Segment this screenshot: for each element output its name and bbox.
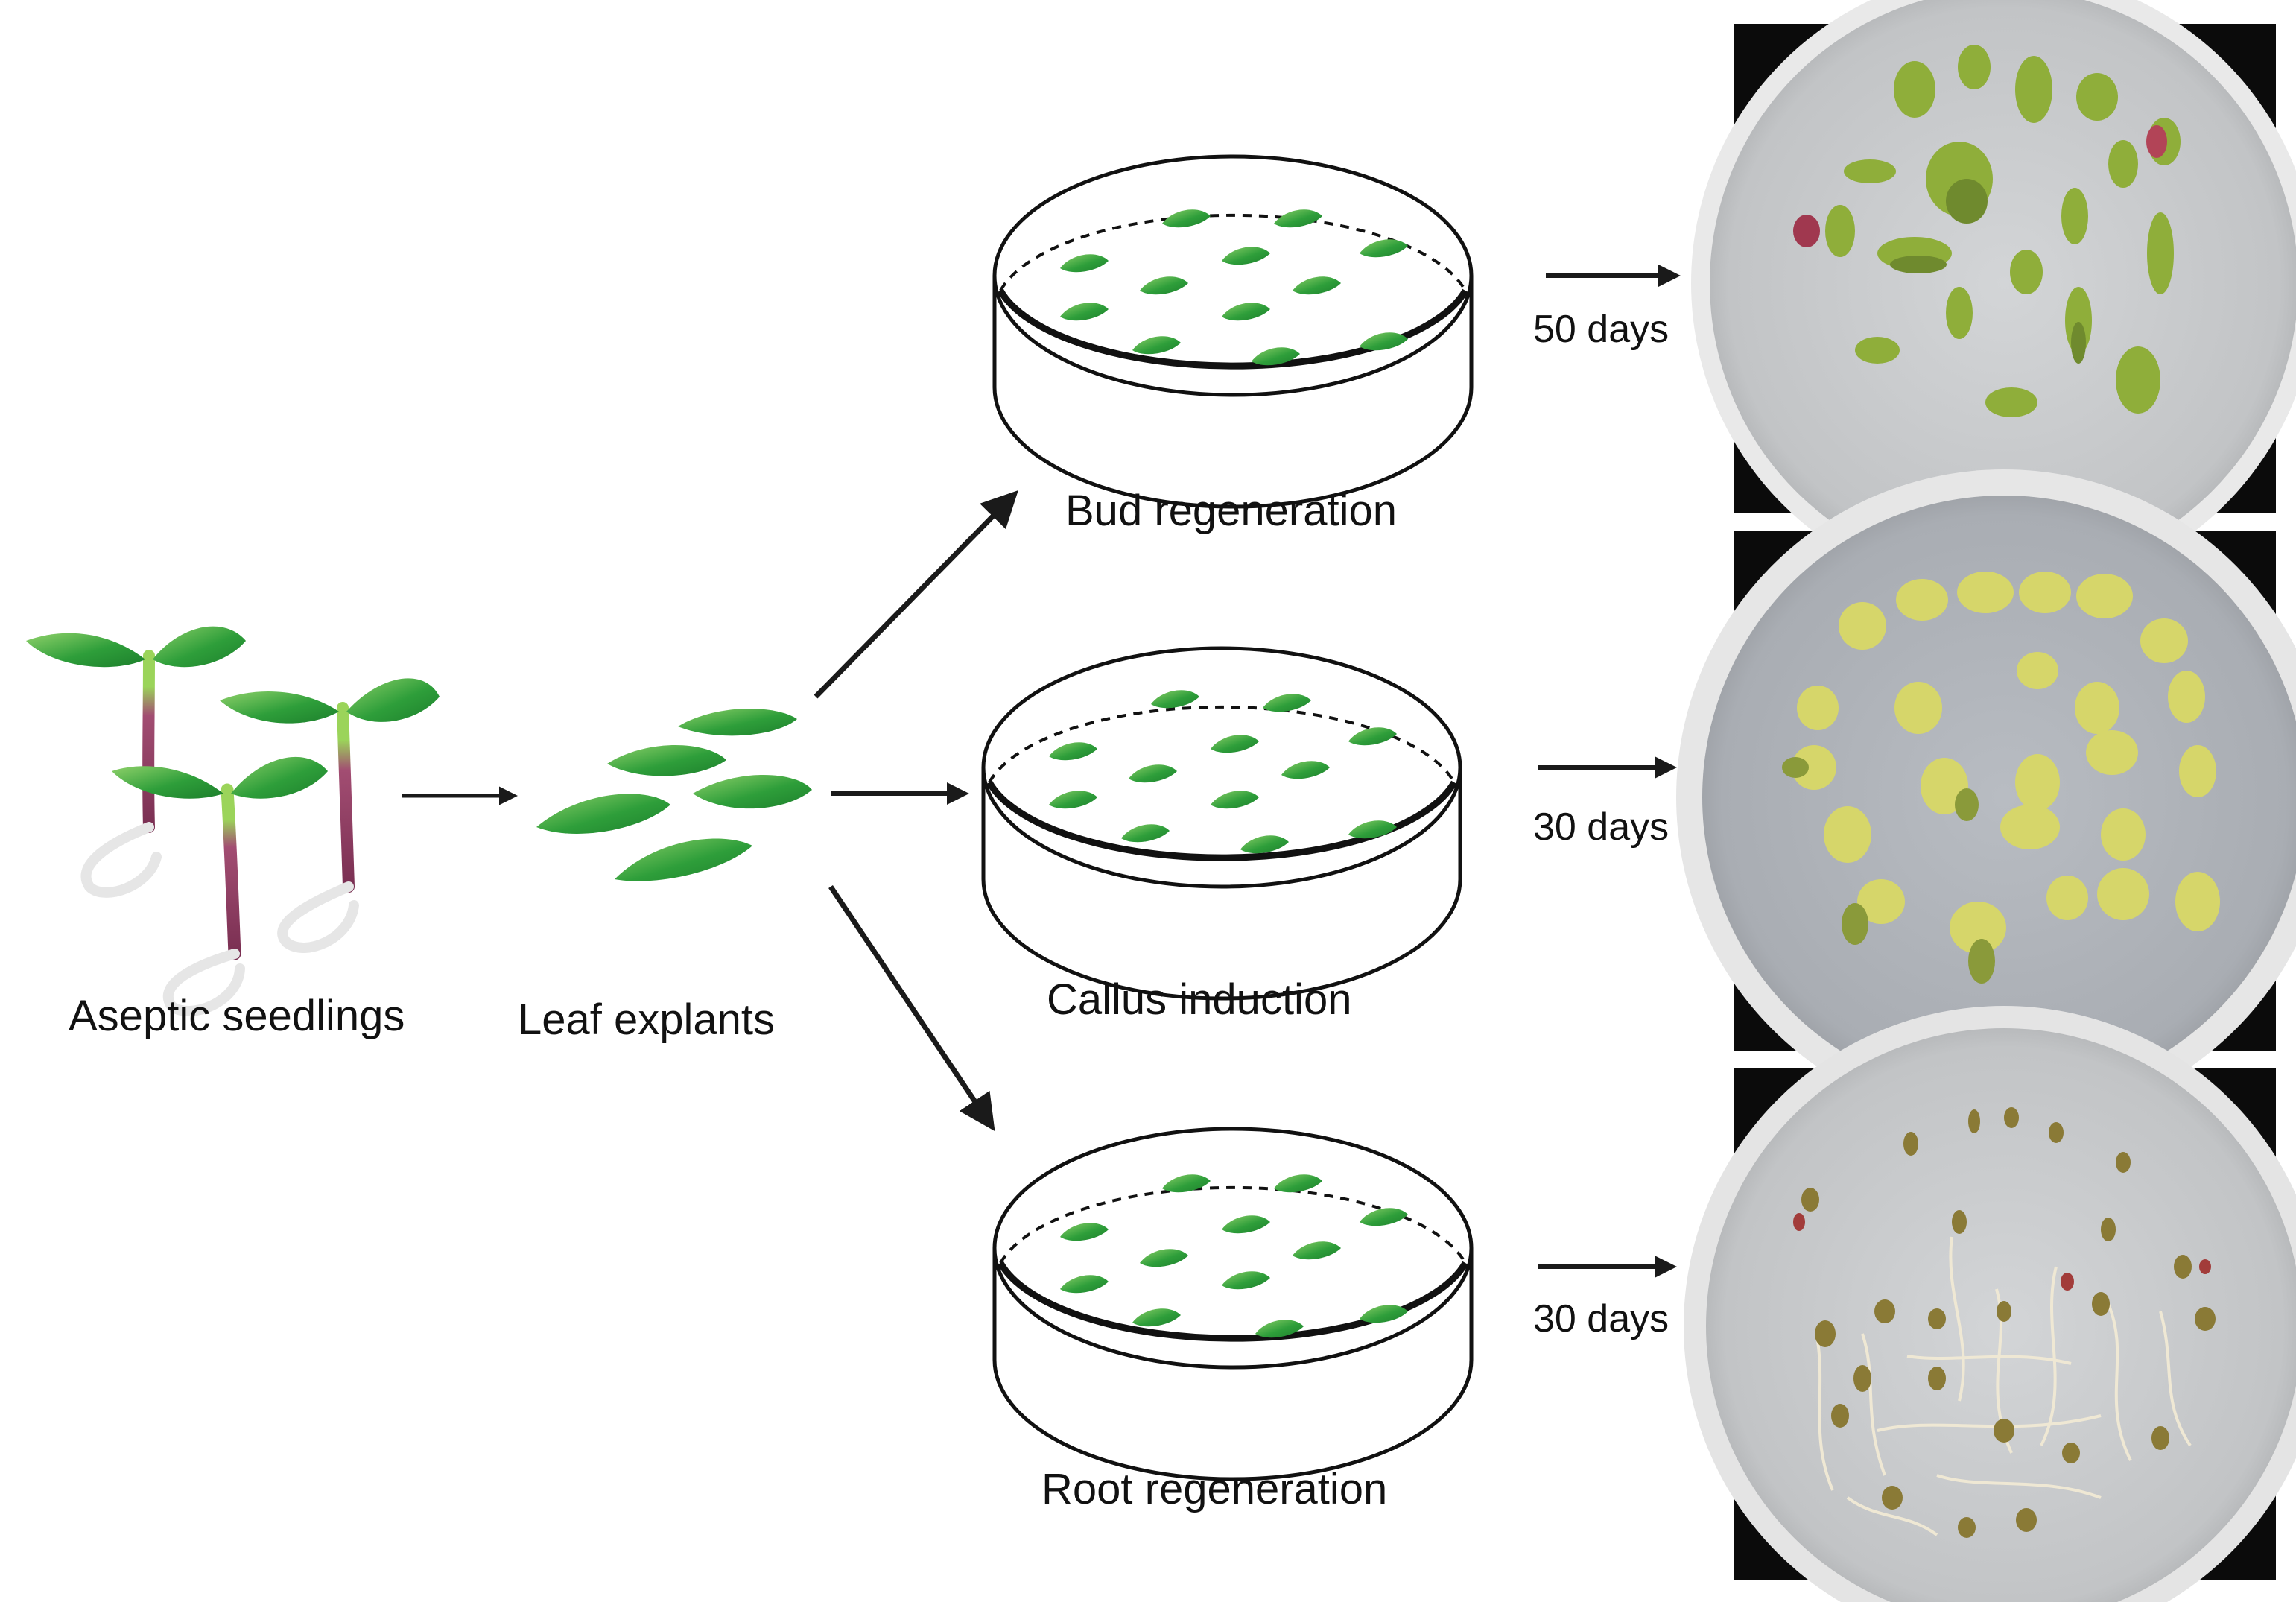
roots: [1816, 1236, 2192, 1536]
duration-bud: 50 days: [1533, 308, 1669, 351]
photo-root-regeneration: [1684, 1006, 2296, 1602]
arrow-to-bud-dish: [814, 490, 1018, 699]
seedlings-illustration: [26, 626, 440, 1016]
duration-callus: 30 days: [1533, 805, 1669, 849]
label-leaf-explants: Leaf explants: [518, 995, 776, 1044]
bud-explants: [1793, 45, 2181, 417]
leaf-explants-illustration: [536, 709, 812, 881]
petri-dish-callus: [981, 646, 1462, 1001]
seedling-2: [220, 678, 440, 953]
callus-clumps: [1792, 572, 2220, 954]
petri-dish-root: [992, 1127, 1474, 1481]
root-explants: [1801, 1107, 2216, 1538]
label-callus-induction: Callus induction: [1047, 975, 1352, 1024]
seedling-3: [112, 756, 328, 1016]
label-root-regeneration: Root regeneration: [1041, 1465, 1388, 1513]
label-bud-regeneration: Bud regeneration: [1065, 487, 1397, 535]
label-aseptic-seedlings: Aseptic seedlings: [69, 992, 405, 1040]
arrow-to-root-dish: [828, 885, 995, 1132]
photo-bud-regeneration: [1691, 0, 2296, 596]
duration-root: 30 days: [1533, 1297, 1669, 1340]
photo-callus-induction: [1676, 469, 2296, 1125]
petri-dish-bud: [992, 154, 1474, 509]
seedling-1: [26, 626, 246, 898]
